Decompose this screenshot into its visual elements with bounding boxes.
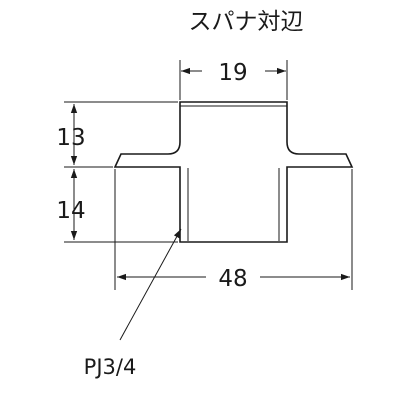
dim-label-14: 14 bbox=[56, 198, 85, 224]
dim-label-19: 19 bbox=[218, 60, 247, 86]
fitting-outline bbox=[113, 101, 354, 243]
thread-leader-line bbox=[119, 228, 182, 341]
thread-label: PJ3/4 bbox=[84, 355, 137, 379]
dim-label-13: 13 bbox=[56, 125, 85, 151]
drawing-title: スパナ対辺 bbox=[189, 9, 304, 35]
dim-label-48: 48 bbox=[218, 266, 247, 292]
